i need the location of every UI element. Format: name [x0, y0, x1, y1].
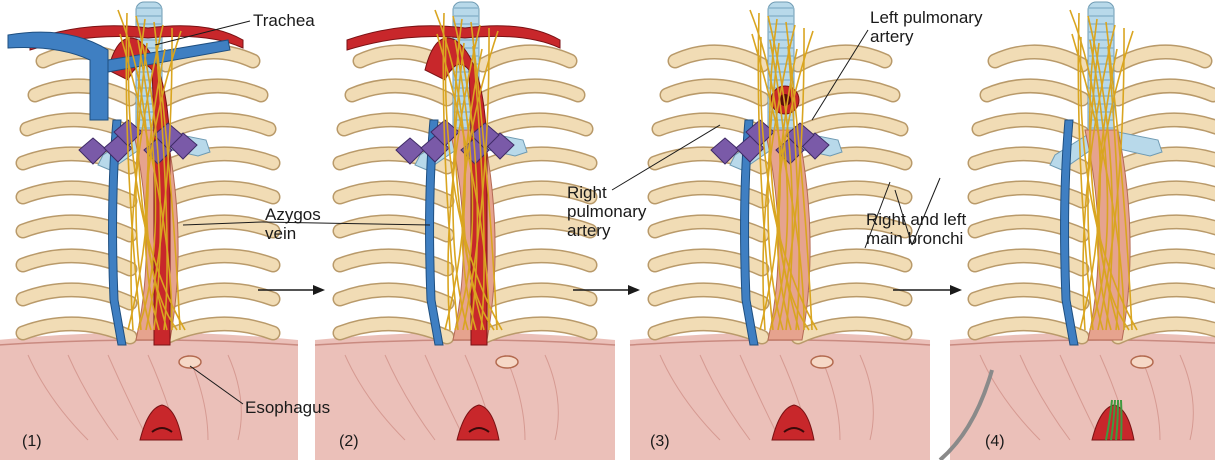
diaphragm — [630, 333, 930, 460]
label-main-bronchi: Right and left main bronchi — [866, 210, 966, 248]
arrow-head — [313, 285, 325, 295]
label-right-pulmonary-artery: Right pulmonary artery — [567, 183, 646, 240]
thoracic-duct-strand — [1121, 400, 1122, 440]
panel-1 — [0, 2, 298, 460]
leader-line — [812, 30, 868, 120]
label-esophagus: Esophagus — [245, 398, 330, 417]
esophageal-hiatus — [811, 356, 833, 368]
esophageal-hiatus — [1131, 356, 1153, 368]
diaphragm — [315, 333, 615, 460]
esophageal-hiatus — [496, 356, 518, 368]
diaphragm — [0, 333, 298, 460]
label-trachea: Trachea — [253, 11, 315, 30]
label-azygos-vein: Azygos vein — [265, 205, 321, 243]
label-left-pulmonary-artery: Left pulmonary artery — [870, 8, 982, 46]
panel-number-3: (3) — [650, 433, 670, 451]
panel-number-1: (1) — [22, 433, 42, 451]
panel-number-4: (4) — [985, 433, 1005, 451]
panel-number-2: (2) — [339, 433, 359, 451]
arrow-head — [950, 285, 962, 295]
panel-4 — [950, 2, 1215, 460]
arrow-head — [628, 285, 640, 295]
superior-vena-cava — [8, 32, 108, 120]
